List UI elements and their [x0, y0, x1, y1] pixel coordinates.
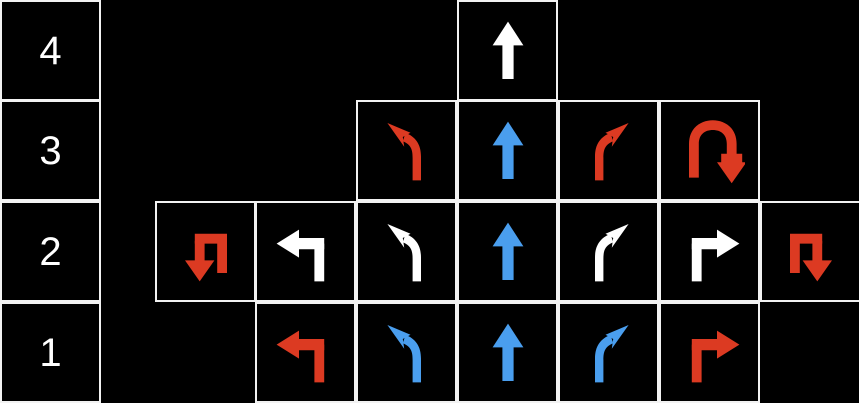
- arrow-straight-up-icon: [473, 217, 543, 287]
- grid-cell-r3-c5[interactable]: [558, 100, 659, 201]
- arrow-curve-right-icon: [574, 116, 644, 186]
- grid-cell-r2-c2[interactable]: [255, 201, 356, 302]
- row-label-cell-2: 2: [0, 201, 101, 302]
- grid-cell-r1-c4[interactable]: [457, 302, 558, 403]
- arrow-curve-right-icon: [574, 217, 644, 287]
- row-label-cell-1: 1: [0, 302, 101, 403]
- arrow-straight-up-icon: [473, 16, 543, 86]
- row-label-text: 4: [39, 28, 62, 73]
- arrow-sharp-left-icon: [271, 217, 341, 287]
- grid-cell-r4-c4[interactable]: [457, 0, 558, 101]
- arrow-straight-up-icon: [473, 116, 543, 186]
- grid-cell-r3-c3[interactable]: [356, 100, 457, 201]
- grid-cell-r3-c6[interactable]: [659, 100, 760, 201]
- row-label-cell-3: 3: [0, 100, 101, 201]
- arrow-sharp-left-icon: [271, 318, 341, 388]
- arrow-curve-right-icon: [574, 318, 644, 388]
- grid-cell-r1-c5[interactable]: [558, 302, 659, 403]
- arrow-corner-down-left-icon: [171, 217, 241, 287]
- grid-cell-r2-c1[interactable]: [155, 201, 256, 302]
- grid-cell-r2-c7[interactable]: [760, 201, 859, 302]
- arrow-straight-up-icon: [473, 318, 543, 388]
- arrow-curve-left-icon: [372, 217, 442, 287]
- row-label-cell-4: 4: [0, 0, 101, 101]
- grid-cell-r2-c6[interactable]: [659, 201, 760, 302]
- arrow-sharp-right-icon: [675, 318, 745, 388]
- arrow-u-turn-icon: [675, 116, 745, 186]
- grid-cell-r2-c5[interactable]: [558, 201, 659, 302]
- grid-cell-r2-c3[interactable]: [356, 201, 457, 302]
- grid-cell-r1-c6[interactable]: [659, 302, 760, 403]
- arrow-sharp-right-icon: [675, 217, 745, 287]
- arrow-curve-left-icon: [372, 116, 442, 186]
- grid-cell-r2-c4[interactable]: [457, 201, 558, 302]
- arrow-corner-down-right-icon: [776, 217, 846, 287]
- grid-cell-r1-c3[interactable]: [356, 302, 457, 403]
- row-label-text: 1: [39, 330, 62, 375]
- arrow-curve-left-icon: [372, 318, 442, 388]
- row-label-text: 3: [39, 128, 62, 173]
- grid-cell-r1-c2[interactable]: [255, 302, 356, 403]
- grid-cell-r3-c4[interactable]: [457, 100, 558, 201]
- row-label-text: 2: [39, 229, 62, 274]
